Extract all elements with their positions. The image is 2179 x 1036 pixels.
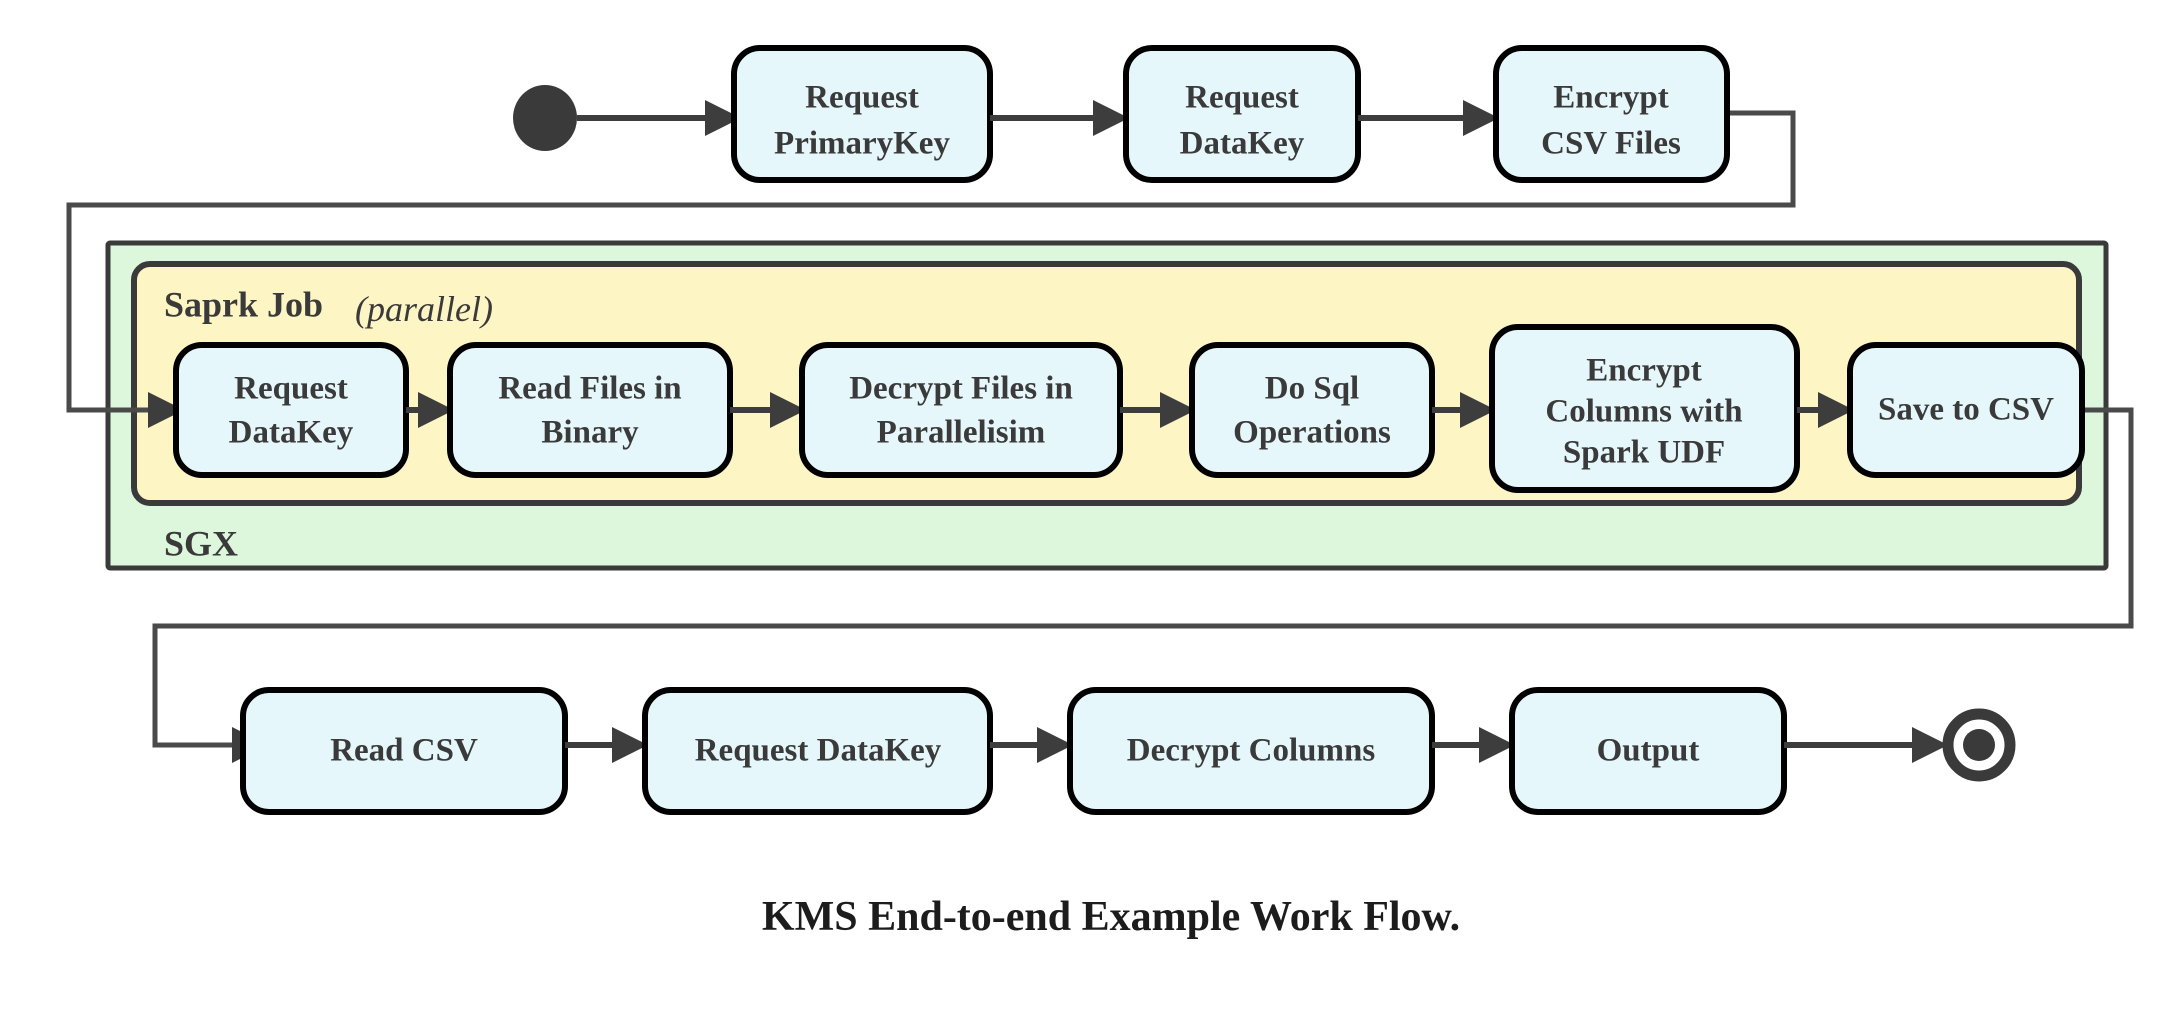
node-label-line1: Do Sql bbox=[1265, 371, 1359, 407]
node-decrypt-columns[interactable]: Decrypt Columns bbox=[1067, 687, 1435, 815]
node-label-line1: Request bbox=[805, 80, 919, 116]
sgx-label: SGX bbox=[164, 523, 238, 563]
node-label-line1: Read Files in bbox=[498, 371, 681, 407]
arrowhead-datakey-to-encrypt bbox=[1463, 100, 1499, 136]
node-save-to-csv[interactable]: Save to CSV bbox=[1847, 342, 2085, 478]
node-label-line1: Request bbox=[234, 371, 348, 407]
node-label-line2: CSV Files bbox=[1541, 126, 1681, 162]
node-request-datakey-bottom[interactable]: Request DataKey bbox=[642, 687, 993, 815]
arrowhead-decryptcolumns-to-output bbox=[1479, 727, 1515, 763]
node-label-line2: PrimaryKey bbox=[774, 126, 950, 162]
node-decrypt-files-in-parallelisim[interactable]: Decrypt Files in Parallelisim bbox=[799, 342, 1123, 478]
node-label-line1: Read CSV bbox=[330, 733, 478, 769]
node-label-line2: DataKey bbox=[229, 415, 354, 451]
node-label-line1: Save to CSV bbox=[1878, 392, 2054, 428]
arrowhead-start-to-primarykey bbox=[705, 100, 741, 136]
arrowhead-readcsv-to-datakey bbox=[612, 727, 648, 763]
node-encrypt-columns-with-spark-udf[interactable]: Encrypt Columns with Spark UDF bbox=[1489, 324, 1800, 493]
node-request-datakey-top[interactable]: Request DataKey bbox=[1123, 45, 1361, 183]
node-label-line2: DataKey bbox=[1180, 126, 1305, 162]
node-label-line1: Request DataKey bbox=[695, 733, 942, 769]
node-label-line1: Decrypt Files in bbox=[849, 371, 1073, 407]
node-do-sql-operations[interactable]: Do Sql Operations bbox=[1189, 342, 1435, 478]
node-label-line1: Encrypt bbox=[1586, 353, 1702, 389]
node-read-files-in-binary[interactable]: Read Files in Binary bbox=[447, 342, 733, 478]
end-state-ring bbox=[1942, 708, 2016, 782]
start-state-dot bbox=[513, 85, 577, 151]
spark-job-parallel-label: (parallel) bbox=[355, 289, 493, 329]
node-label-line1: Output bbox=[1597, 733, 1700, 769]
node-encrypt-csv-files[interactable]: Encrypt CSV Files bbox=[1493, 45, 1730, 183]
arrowhead-encryptcolumns-to-savecsv bbox=[1818, 392, 1854, 428]
node-label-line1: Request bbox=[1185, 80, 1299, 116]
arrowhead-dosql-to-encryptcolumns bbox=[1460, 392, 1496, 428]
node-label-line2: Parallelisim bbox=[877, 415, 1046, 451]
route-savecsv-to-readcsv bbox=[152, 407, 2134, 748]
route-encrypt-to-spark bbox=[66, 110, 1796, 413]
node-label-line1: Encrypt bbox=[1553, 80, 1669, 116]
node-label-line2: Binary bbox=[541, 415, 639, 451]
arrowhead-datakey-to-decryptcolumns bbox=[1037, 727, 1073, 763]
arrowhead-spark-datakey-to-readfiles bbox=[418, 392, 454, 428]
arrowhead-readfiles-to-decrypt bbox=[770, 392, 806, 428]
arrowhead-decrypt-to-dosql bbox=[1160, 392, 1196, 428]
node-label-line2: Columns with bbox=[1545, 394, 1742, 430]
node-request-primarykey[interactable]: Request PrimaryKey bbox=[731, 45, 993, 183]
arrowhead-into-spark-datakey bbox=[148, 392, 184, 428]
node-output[interactable]: Output bbox=[1509, 687, 1787, 815]
arrowhead-output-to-end bbox=[1912, 727, 1948, 763]
node-label-line2: Operations bbox=[1233, 415, 1391, 451]
diagram-caption: KMS End-to-end Example Work Flow. bbox=[762, 894, 1460, 940]
node-read-csv[interactable]: Read CSV bbox=[240, 687, 568, 815]
arrowhead-primarykey-to-datakey bbox=[1093, 100, 1129, 136]
spark-job-label: Saprk Job bbox=[164, 284, 323, 324]
node-label-line1: Decrypt Columns bbox=[1127, 733, 1376, 769]
node-request-datakey-spark[interactable]: Request DataKey bbox=[173, 342, 409, 478]
node-label-line3: Spark UDF bbox=[1563, 435, 1725, 471]
